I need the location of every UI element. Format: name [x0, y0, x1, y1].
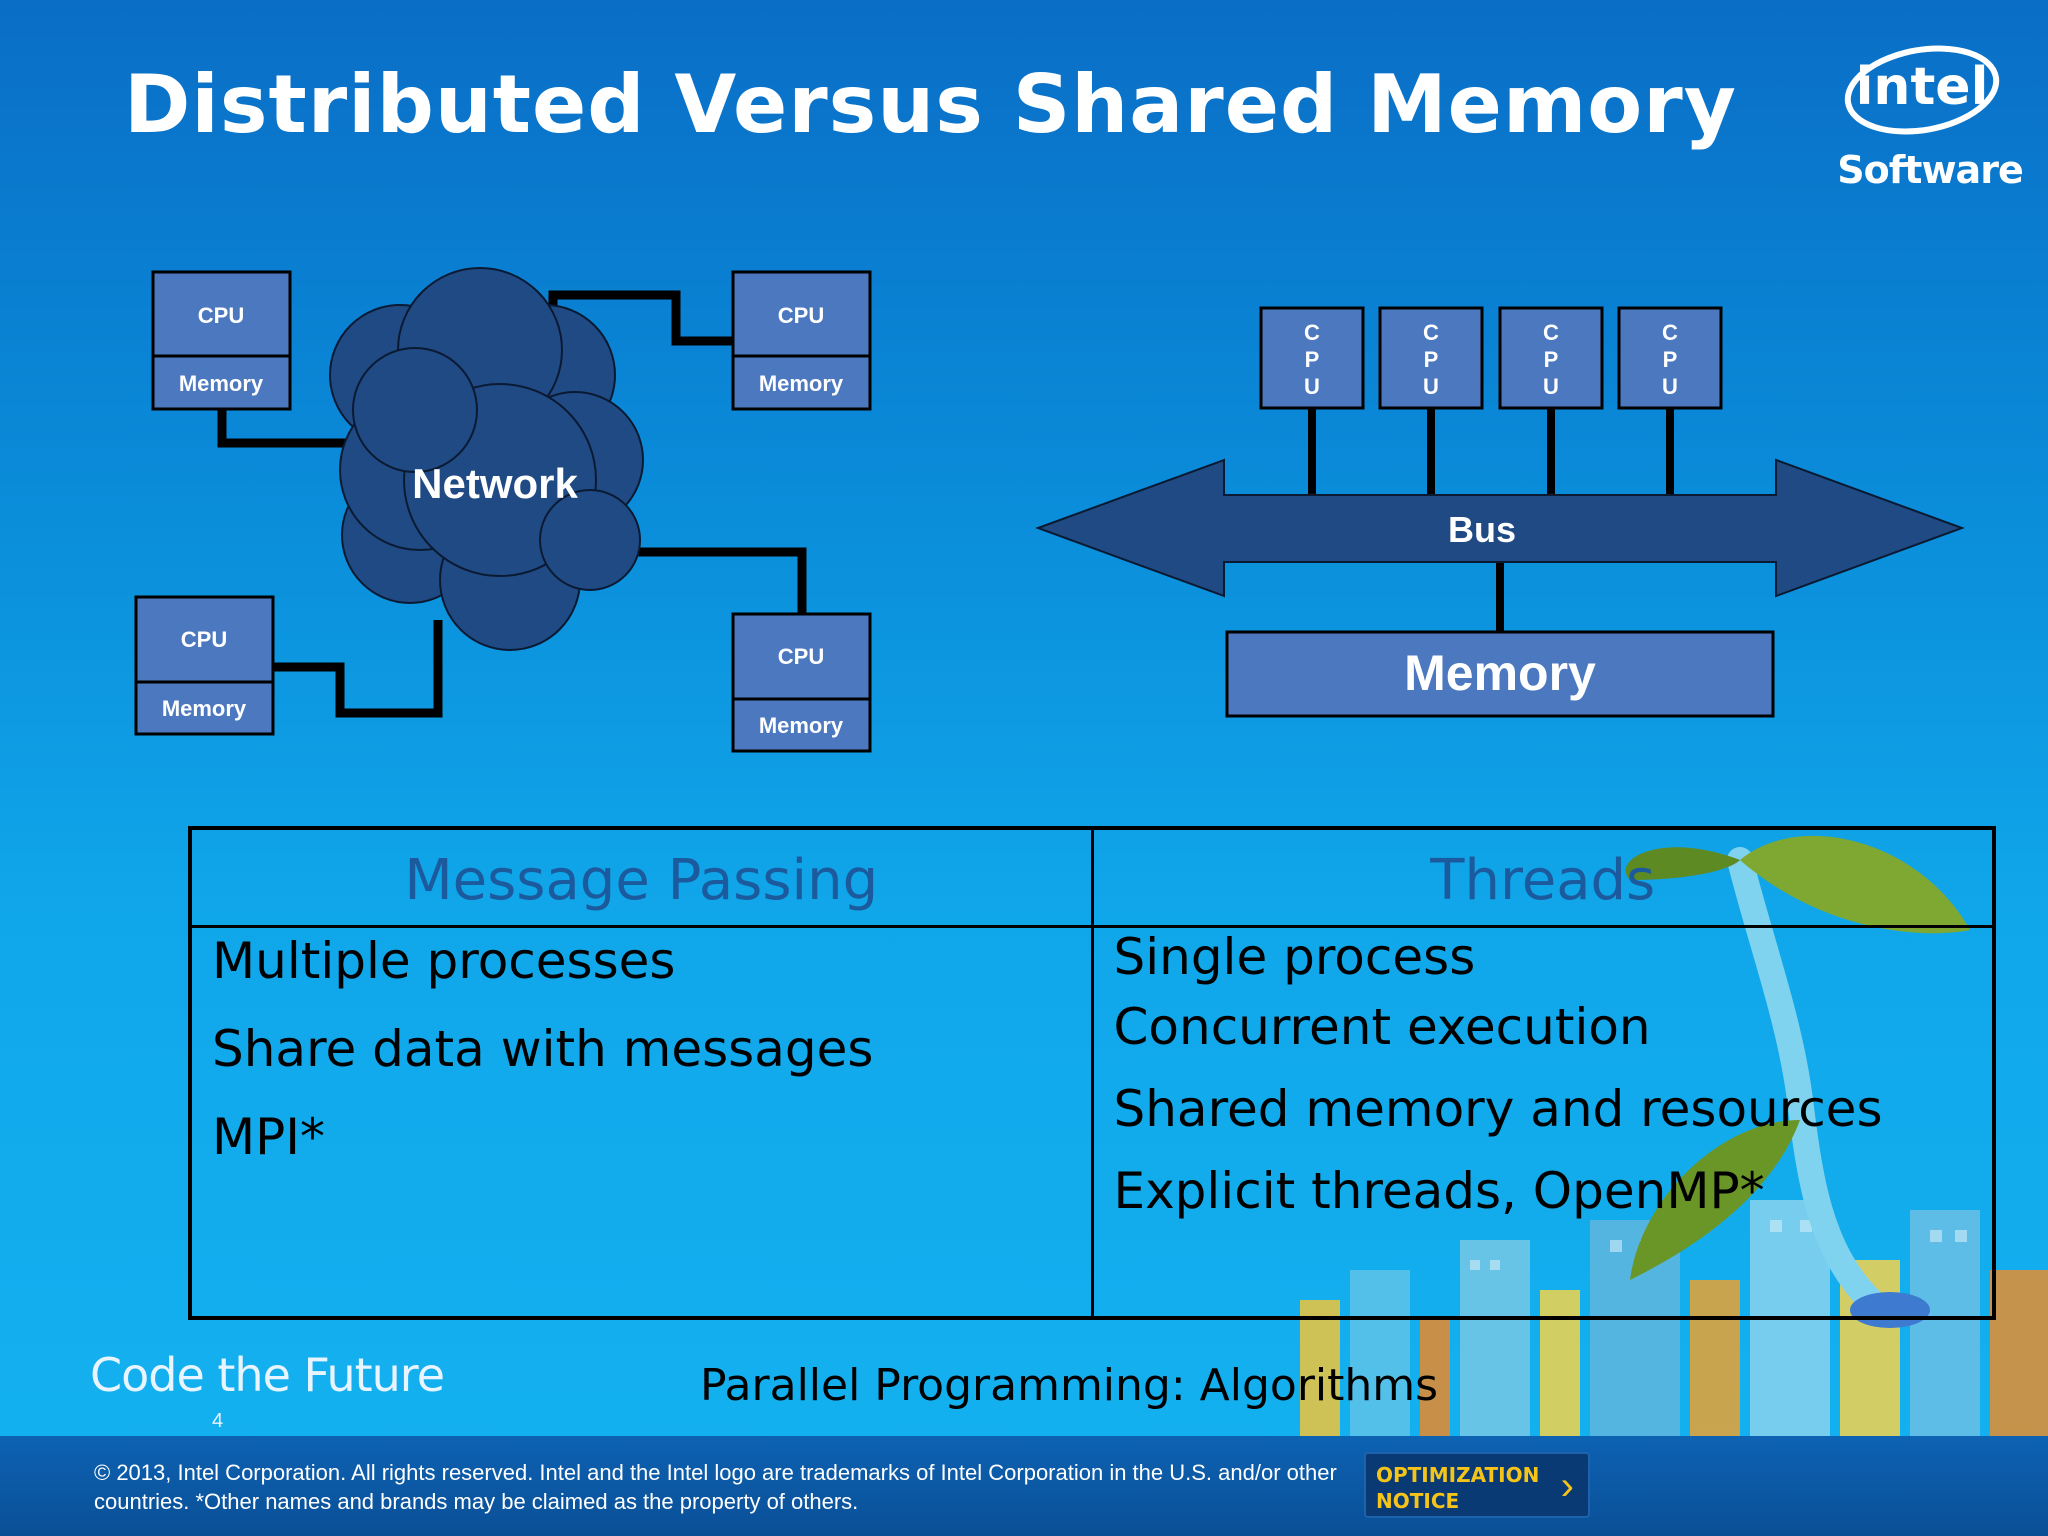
slide-title: Distributed Versus Shared Memory	[124, 58, 1737, 151]
shared-cpu-box: CPU	[1259, 306, 1365, 410]
cpu-label: CPU	[198, 303, 244, 328]
cpu-letter: P	[1305, 347, 1320, 372]
page-number: 4	[212, 1410, 224, 1432]
threads-items: Single process Concurrent execution Shar…	[1092, 927, 1992, 1317]
distributed-node: CPU Memory	[134, 595, 275, 736]
memory-label: Memory	[162, 696, 247, 721]
memory-label: Memory	[759, 713, 844, 738]
optimization-notice-line1: OPTIMIZATION	[1376, 1463, 1540, 1487]
logo-word: intel	[1856, 57, 1989, 117]
cpu-label: CPU	[778, 303, 824, 328]
cpu-letter: C	[1543, 320, 1559, 345]
comparison-table: Message Passing Threads Multiple process…	[188, 826, 1996, 1320]
network-label: Network	[412, 460, 578, 507]
network-cloud-icon	[329, 267, 644, 651]
bus-label: Bus	[1448, 509, 1516, 550]
optimization-notice-button[interactable]: OPTIMIZATION NOTICE ›	[1364, 1452, 1590, 1518]
footer-course-title: Parallel Programming: Algorithms	[700, 1360, 1439, 1411]
list-item: MPI*	[212, 1108, 326, 1166]
memory-label: Memory	[759, 371, 844, 396]
list-item: Concurrent execution	[1113, 998, 1651, 1056]
distributed-node: CPU Memory	[731, 270, 872, 411]
intel-logo-icon: intel	[1844, 45, 2000, 135]
header-threads: Threads	[1092, 830, 1992, 928]
cpu-letter: U	[1662, 374, 1678, 399]
distributed-node: CPU Memory	[151, 270, 292, 411]
list-item: Share data with messages	[212, 1020, 874, 1078]
message-passing-items: Multiple processes Share data with messa…	[192, 926, 1094, 1316]
header-message-passing: Message Passing	[192, 830, 1094, 928]
list-item: Single process	[1113, 928, 1476, 986]
shared-cpu-box: CPU	[1498, 306, 1604, 410]
bus-arrow	[1035, 458, 1965, 598]
memory-architecture-diagrams: Network CPU Memory CPU Memory CPU Memory…	[134, 267, 1965, 753]
distributed-node: CPU Memory	[731, 612, 872, 753]
cpu-label: CPU	[778, 644, 824, 669]
cpu-letter: C	[1423, 320, 1439, 345]
shared-cpu-box: CPU	[1378, 306, 1484, 410]
cpu-letter: P	[1544, 347, 1559, 372]
cpu-letter: U	[1543, 374, 1559, 399]
cpu-letter: C	[1662, 320, 1678, 345]
footer-bar	[0, 1436, 2048, 1536]
shared-memory-box	[1225, 630, 1775, 718]
cpu-letter: U	[1423, 374, 1439, 399]
copyright-notice: © 2013, Intel Corporation. All rights re…	[94, 1460, 1337, 1514]
list-item: Explicit threads, OpenMP*	[1113, 1162, 1765, 1220]
logo-software-text: Software	[1837, 148, 2023, 192]
memory-label: Memory	[179, 371, 264, 396]
shared-memory-label: Memory	[1404, 645, 1596, 701]
intel-software-logo: intel Software	[1830, 30, 2030, 200]
shared-cpu-box: CPU	[1617, 306, 1723, 410]
list-item: Shared memory and resources	[1113, 1080, 1883, 1138]
optimization-notice-line2: NOTICE	[1376, 1489, 1460, 1513]
cpu-bus-links	[1308, 408, 1674, 632]
tagline: Code the Future	[90, 1348, 445, 1402]
cpu-letter: P	[1424, 347, 1439, 372]
cpu-letter: C	[1304, 320, 1320, 345]
optimization-notice-label: OPTIMIZATION NOTICE	[1376, 1462, 1539, 1514]
circuit-city-graphic	[1300, 1200, 2048, 1440]
chevron-right-icon: ›	[1560, 1464, 1574, 1508]
list-item: Multiple processes	[212, 932, 676, 990]
cpu-letter: P	[1663, 347, 1678, 372]
cpu-letter: U	[1304, 374, 1320, 399]
cpu-label: CPU	[181, 627, 227, 652]
